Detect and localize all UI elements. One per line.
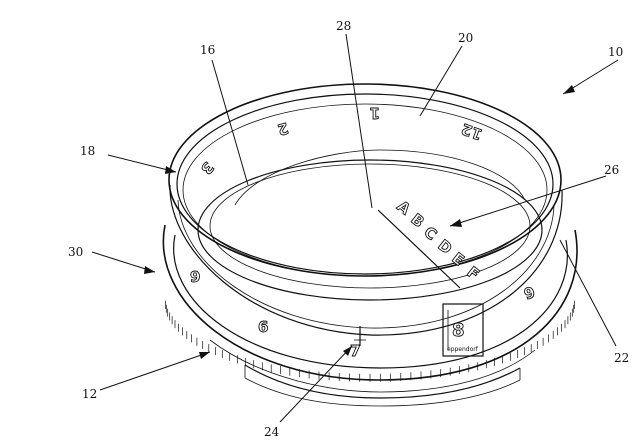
ref-16: 16: [200, 43, 215, 57]
dial-number-1: 1: [370, 104, 380, 122]
dial-number-9-left: 9: [190, 268, 200, 286]
ref-12: 12: [82, 387, 97, 401]
dial-number-7: 7: [350, 342, 360, 360]
lid-letter: D: [435, 236, 456, 258]
leader-lines: [91, 33, 619, 423]
ref-18: 18: [80, 144, 95, 158]
outer-dial-ring: [168, 83, 563, 336]
window-number-8: 8: [452, 320, 465, 341]
ref-28: 28: [336, 19, 351, 33]
dial-number-3: 3: [197, 158, 217, 178]
lid-letter: A: [394, 197, 415, 219]
lid-disc: [197, 149, 543, 301]
base-ring: [162, 224, 578, 407]
lid-letter: C: [421, 223, 441, 244]
dial-number-6: 6: [258, 318, 268, 336]
dial-number-9-right: 9: [522, 283, 538, 303]
lid-letter: F: [464, 263, 483, 283]
lid-letters: A B C D E F: [393, 197, 483, 284]
base-knurling: [165, 300, 575, 382]
indicator-tick: [354, 326, 366, 346]
ref-30: 30: [68, 245, 83, 259]
reference-numerals: 10 16 28 20 18 26 30 22 12 24: [68, 19, 629, 439]
ref-22: 22: [614, 351, 629, 365]
dial-number-2: 2: [276, 119, 291, 139]
dial-number-12: 12: [459, 120, 485, 144]
marker-line: [377, 209, 461, 289]
ref-10: 10: [608, 45, 623, 59]
dial-numbers: 12 1 2 3 9 6 7 9: [190, 104, 538, 361]
ref-20: 20: [458, 31, 473, 45]
ref-26: 26: [604, 163, 619, 177]
ref-24: 24: [264, 425, 280, 439]
window-brand: eppendorf: [447, 346, 479, 353]
number-window: 8 eppendorf: [442, 303, 484, 357]
lid-letter: B: [408, 210, 428, 231]
